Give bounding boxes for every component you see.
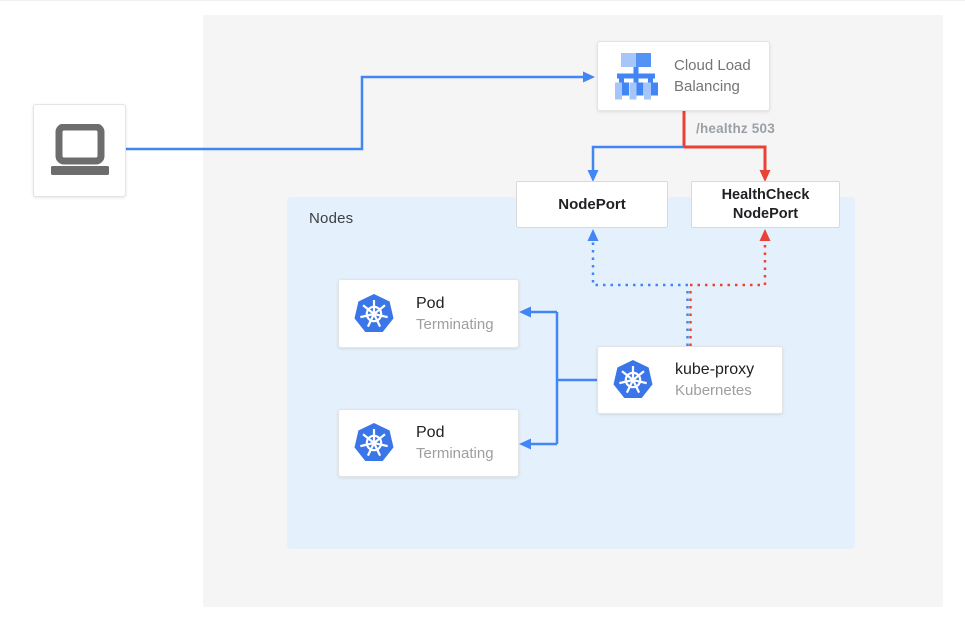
- healthz-label: /healthz 503: [696, 121, 775, 136]
- kubernetes-icon: [353, 293, 395, 335]
- cloud-load-balancing-icon: [613, 52, 659, 100]
- nodeport-node: NodePort: [516, 181, 668, 228]
- kubernetes-icon: [612, 359, 654, 401]
- pod-2-node: Pod Terminating: [338, 409, 519, 477]
- pod-1-title: Pod: [416, 294, 445, 312]
- healthcheck-nodeport-label: HealthCheck NodePort: [721, 186, 810, 222]
- kube-proxy-subtitle: Kubernetes: [675, 382, 752, 400]
- cloud-load-balancing-label: Cloud Load Balancing: [674, 57, 751, 95]
- pod-2-status: Terminating: [416, 445, 494, 463]
- kubernetes-icon: [353, 422, 395, 464]
- kube-proxy-node: kube-proxy Kubernetes: [597, 346, 783, 414]
- laptop-icon: [48, 123, 112, 178]
- nodes-label: Nodes: [309, 210, 354, 227]
- healthcheck-nodeport-node: HealthCheck NodePort: [691, 181, 840, 228]
- pod-1-node: Pod Terminating: [338, 279, 519, 348]
- nodeport-label: NodePort: [558, 196, 626, 213]
- pod-1-status: Terminating: [416, 315, 494, 333]
- kube-proxy-title: kube-proxy: [675, 361, 755, 379]
- cloud-load-balancing-node: Cloud Load Balancing: [597, 41, 770, 111]
- pod-2-title: Pod: [416, 424, 445, 442]
- client-node: [33, 104, 126, 197]
